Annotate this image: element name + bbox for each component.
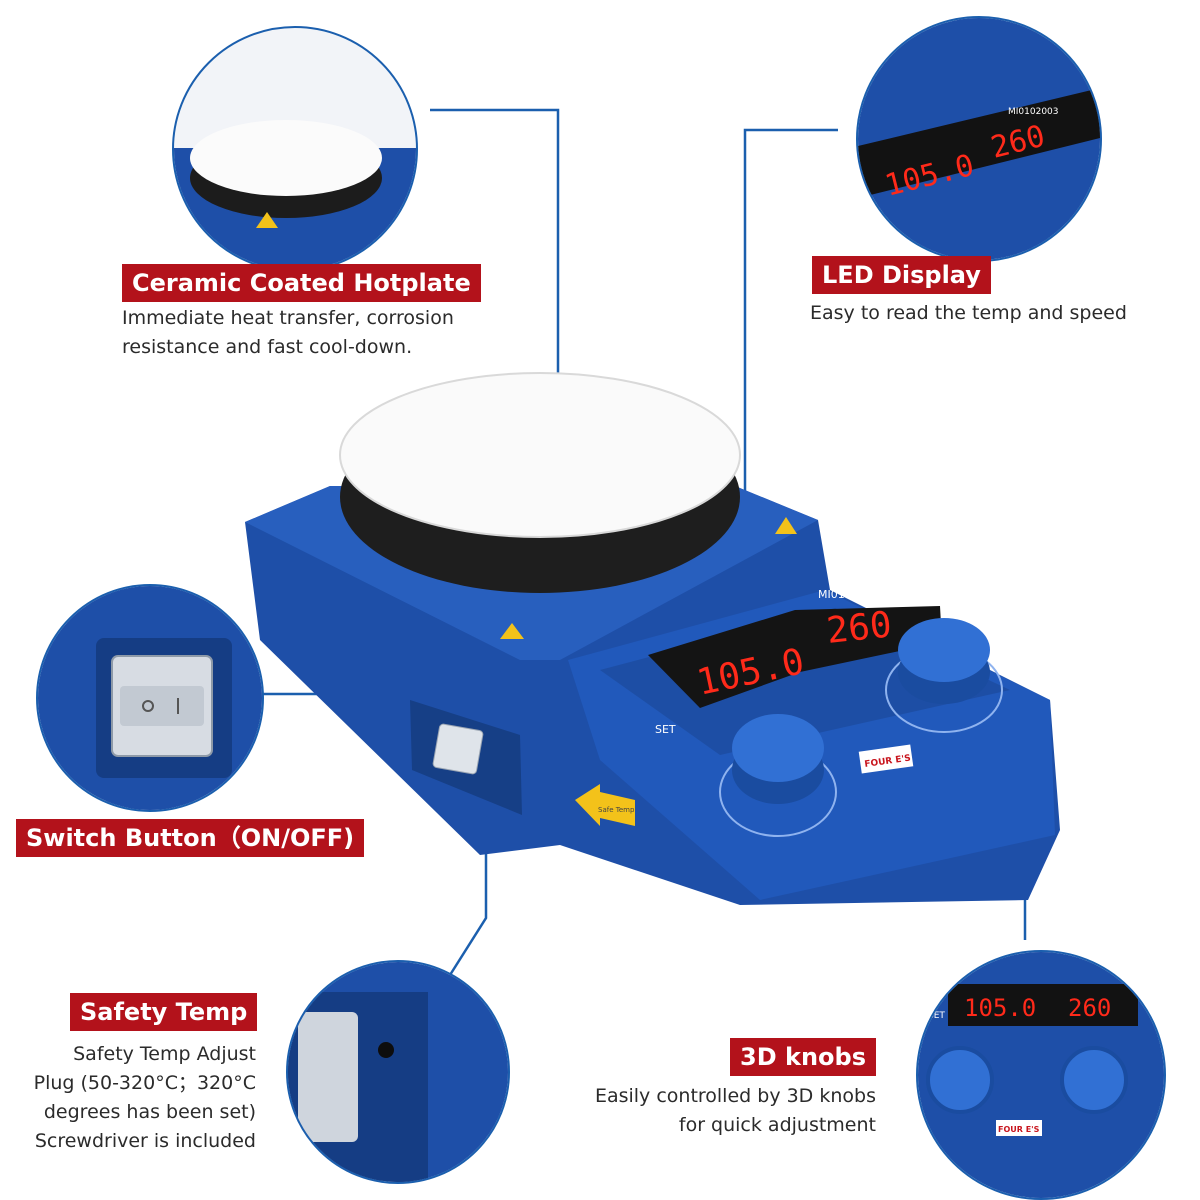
knobs-closeup: 105.0 260 SET FOUR E'S — [916, 950, 1166, 1200]
switch-closeup — [36, 584, 264, 812]
hotplate-description: Immediate heat transfer, corrosion resis… — [122, 307, 454, 358]
safety-temp-closeup — [286, 960, 510, 1184]
safe-temp-arrow — [575, 784, 635, 826]
knob-speed[interactable] — [885, 618, 1003, 733]
hotplate-callout-line — [430, 108, 560, 432]
svg-text:260: 260 — [1068, 994, 1111, 1022]
svg-text:SET: SET — [928, 1011, 945, 1021]
brand-tag — [858, 744, 914, 774]
svg-text:Safe Temp: Safe Temp — [598, 806, 635, 814]
hotplate-ceramic — [340, 373, 740, 537]
led-window — [648, 606, 942, 708]
knobs-title: 3D knobs — [730, 1038, 876, 1076]
led-description: Easy to read the temp and speed — [810, 302, 1127, 324]
svg-text:105.0: 105.0 — [964, 994, 1036, 1022]
led-closeup: 105.0 260 MI0102003 — [856, 16, 1102, 262]
warning-icon — [500, 623, 524, 639]
knob-temp[interactable] — [719, 714, 837, 837]
safety-title: Safety Temp — [70, 993, 258, 1031]
safety-description: Safety Temp Adjust Plug (50-320°C；320°C … — [33, 1043, 256, 1152]
warning-icon — [775, 517, 797, 534]
model-label: MI0102003 — [818, 588, 880, 601]
hotplate-title: Ceramic Coated Hotplate — [122, 264, 481, 302]
set-label: SET — [655, 723, 676, 736]
power-switch[interactable] — [432, 723, 484, 775]
svg-text:MI0102003: MI0102003 — [1008, 107, 1059, 117]
switch-title: Switch Button（ON/OFF) — [16, 819, 365, 857]
hotplate-closeup — [172, 26, 418, 272]
knobs-description: Easily controlled by 3D knobs for quick … — [594, 1085, 876, 1136]
svg-text:FOUR E'S: FOUR E'S — [998, 1125, 1040, 1134]
led-callout-line — [743, 128, 838, 650]
led-speed-readout: 260 — [825, 604, 894, 652]
led-title: LED Display — [812, 256, 991, 294]
